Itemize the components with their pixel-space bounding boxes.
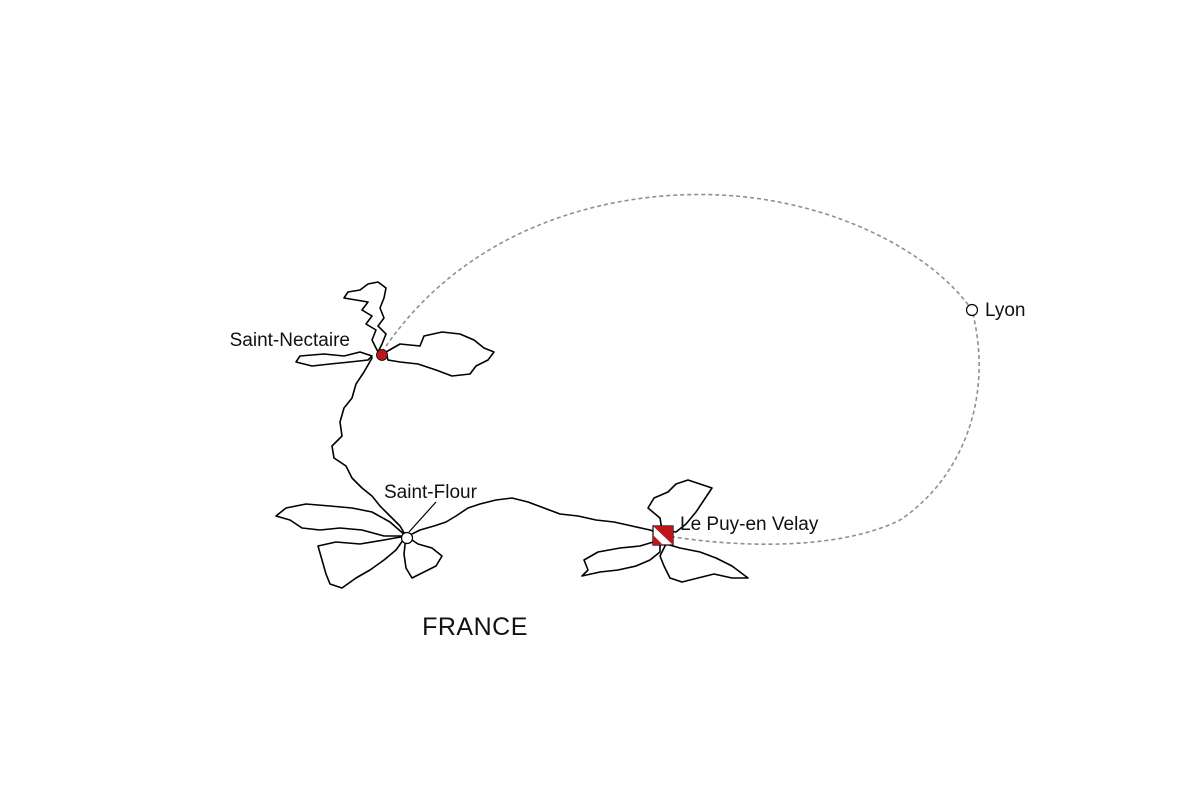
waypoint-marker-icon <box>400 531 414 545</box>
hiking-loop-saint-flour-southwest <box>317 535 407 589</box>
leader-line-saint-flour <box>408 501 437 533</box>
hiking-loop-east <box>385 331 495 377</box>
hiking-loop-saint-flour-west <box>275 503 407 537</box>
hiking-loop-saint-flour-south <box>403 535 443 579</box>
label-le-puy: Le Puy-en Velay <box>680 514 819 535</box>
route-segment-north <box>331 357 407 537</box>
hiking-loop-le-puy-southeast <box>659 543 749 583</box>
country-label: FRANCE <box>422 613 528 641</box>
lyon-marker-icon <box>965 303 979 317</box>
start-marker-icon <box>376 349 388 361</box>
hiking-loop-north <box>343 281 387 353</box>
route-segment-south <box>407 497 663 537</box>
finish-flag-icon <box>652 525 674 546</box>
label-saint-nectaire: Saint-Nectaire <box>230 330 350 351</box>
label-saint-flour: Saint-Flour <box>384 482 478 503</box>
hiking-loop-le-puy-north <box>647 479 713 533</box>
label-lyon: Lyon <box>985 300 1026 321</box>
hiking-loop-west <box>295 351 373 367</box>
hiking-loop-le-puy-west <box>581 539 661 577</box>
